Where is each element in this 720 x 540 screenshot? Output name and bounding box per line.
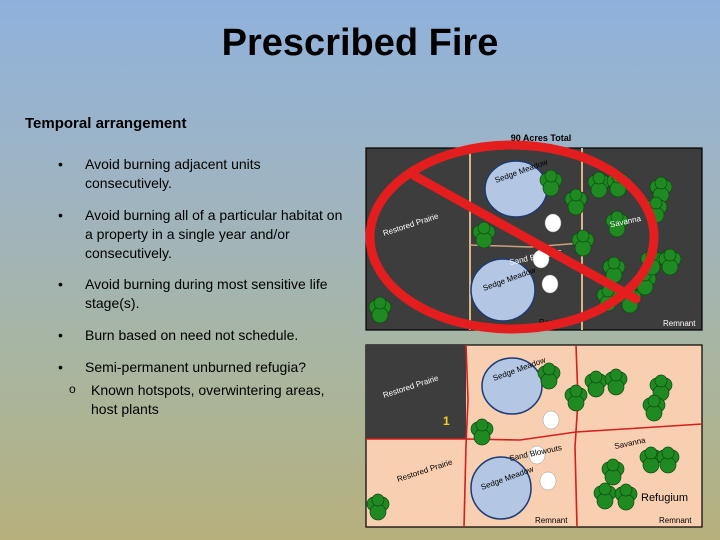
- bullet-item: Burn based on need not schedule.: [58, 326, 348, 345]
- sand-blowout-shape: [542, 410, 560, 430]
- bullet-item: Avoid burning during most sensitive life…: [58, 275, 348, 313]
- sand-blowout-shape: [528, 445, 546, 465]
- sedge-meadow-shape: [470, 456, 532, 520]
- label-remnant: Remnant: [663, 319, 696, 328]
- unit-number: 1: [443, 414, 450, 428]
- slide-title: Prescribed Fire: [221, 22, 499, 64]
- label-refugium: Refugium: [641, 492, 688, 504]
- bottom-map: Restored Prairie 1 Restored Prairie Sedg…: [365, 344, 703, 528]
- label-remnant: Remnant: [535, 516, 568, 525]
- label-remnant: Remnant: [659, 516, 692, 525]
- bullet-item: Avoid burning adjacent units consecutive…: [58, 155, 348, 193]
- bullet-item: Avoid burning all of a particular habita…: [58, 206, 348, 263]
- sedge-meadow-shape: [481, 357, 543, 415]
- bullet-list: Avoid burning adjacent units consecutive…: [58, 155, 348, 419]
- bullet-item: Semi-permanent unburned refugia?: [58, 358, 348, 377]
- top-map: Restored Prairie Savanna Sand Blowouts R…: [365, 140, 703, 334]
- sand-blowout-shape: [541, 274, 559, 294]
- sedge-meadow-shape: [470, 258, 536, 322]
- sand-blowout-shape: [539, 471, 557, 491]
- sub-bullet-item: Known hotspots, overwintering areas, hos…: [58, 381, 348, 419]
- map-header: 90 Acres Total: [511, 133, 572, 143]
- sand-blowout-shape: [544, 213, 562, 233]
- prohibition-circle: [365, 140, 659, 334]
- burned-unit: [366, 345, 466, 439]
- section-heading: Temporal arrangement: [25, 115, 187, 132]
- prohibition-slash: [410, 171, 641, 304]
